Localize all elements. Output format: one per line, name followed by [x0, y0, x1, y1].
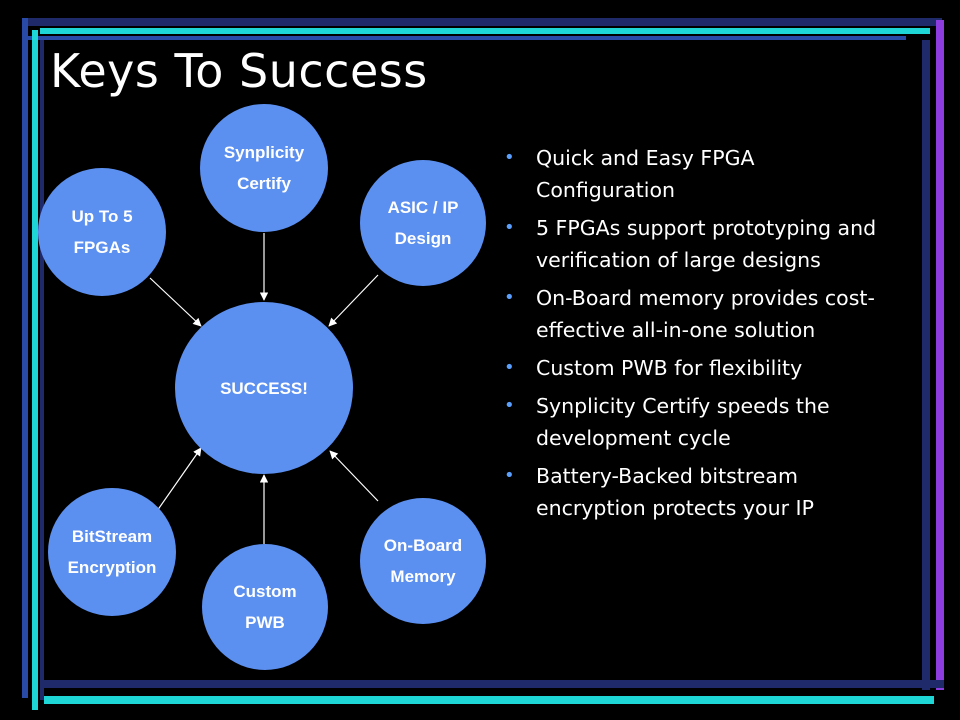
node-label-line1: On-Board	[383, 536, 463, 555]
bullet-item: • 5 FPGAs support prototyping and verific…	[504, 212, 884, 276]
node-synplicity-certify: Synplicity Certify	[200, 104, 328, 232]
frame-right-purple	[936, 20, 944, 690]
node-label-line2: Design	[394, 229, 452, 248]
bullet-text: Quick and Easy FPGA Configuration	[536, 146, 755, 202]
node-success-label: SUCCESS!	[220, 379, 308, 398]
bullet-text: On-Board memory provides cost-effective …	[536, 286, 875, 342]
frame-bottom-navy	[44, 680, 944, 688]
frame-top-cyan	[22, 18, 942, 26]
node-label-line1: Custom	[233, 582, 297, 601]
bullet-text: Synplicity Certify speeds the developmen…	[536, 394, 830, 450]
frame-right-navy	[922, 40, 930, 690]
bullet-item: • Battery-Backed bitstream encryption pro…	[504, 460, 884, 524]
arrow-memory-to-success	[329, 450, 379, 502]
node-label-line2: FPGAs	[73, 238, 131, 257]
node-custom-pwb: Custom PWB	[202, 544, 328, 670]
node-label-line1: Up To 5	[71, 207, 133, 226]
bullet-text: 5 FPGAs support prototyping and verifica…	[536, 216, 877, 272]
bullet-item: • Custom PWB for flexibility	[504, 352, 884, 384]
bullet-item: • Synplicity Certify speeds the developme…	[504, 390, 884, 454]
frame-left-blue	[22, 18, 28, 698]
bullet-dot-icon: •	[504, 217, 515, 238]
bullet-text: Battery-Backed bitstream encryption prot…	[536, 464, 814, 520]
node-label-line2: PWB	[245, 613, 285, 632]
node-success: SUCCESS!	[175, 302, 353, 474]
node-on-board-memory: On-Board Memory	[360, 498, 486, 624]
frame-bottom-cyan	[44, 696, 934, 704]
node-up-to-5-fpgas: Up To 5 FPGAs	[38, 168, 166, 296]
bullet-item: • Quick and Easy FPGA Configuration	[504, 142, 884, 206]
node-label-line2: Memory	[390, 567, 456, 586]
bullet-dot-icon: •	[504, 147, 515, 168]
node-label-line1: Synplicity	[223, 143, 305, 162]
bullet-dot-icon: •	[504, 465, 515, 486]
bullet-dot-icon: •	[504, 357, 515, 378]
slide-title: Keys To Success	[50, 44, 428, 98]
bullet-dot-icon: •	[504, 287, 515, 308]
bullet-item: • On-Board memory provides cost-effective…	[504, 282, 884, 346]
bullet-text: Custom PWB for flexibility	[536, 356, 803, 380]
frame-top-blue	[26, 36, 906, 40]
arrow-bitstream-to-success	[156, 447, 202, 512]
arrow-fpgas-to-success	[149, 277, 202, 327]
bullet-dot-icon: •	[504, 395, 515, 416]
node-label-line1: ASIC / IP	[387, 198, 459, 217]
node-label-line1: BitStream	[71, 527, 153, 546]
bullet-list: • Quick and Easy FPGA Configuration • 5 FP…	[504, 142, 884, 530]
node-label-line2: Encryption	[67, 558, 157, 577]
frame-left-cyan	[32, 30, 38, 710]
node-bitstream-encryption: BitStream Encryption	[48, 488, 176, 616]
node-label-line2: Certify	[237, 174, 291, 193]
arrow-asic-to-success	[328, 274, 379, 327]
frame-left-navy	[40, 40, 44, 700]
frame-top-cyan-accent	[40, 28, 930, 34]
node-asic-ip-design: ASIC / IP Design	[360, 160, 486, 286]
